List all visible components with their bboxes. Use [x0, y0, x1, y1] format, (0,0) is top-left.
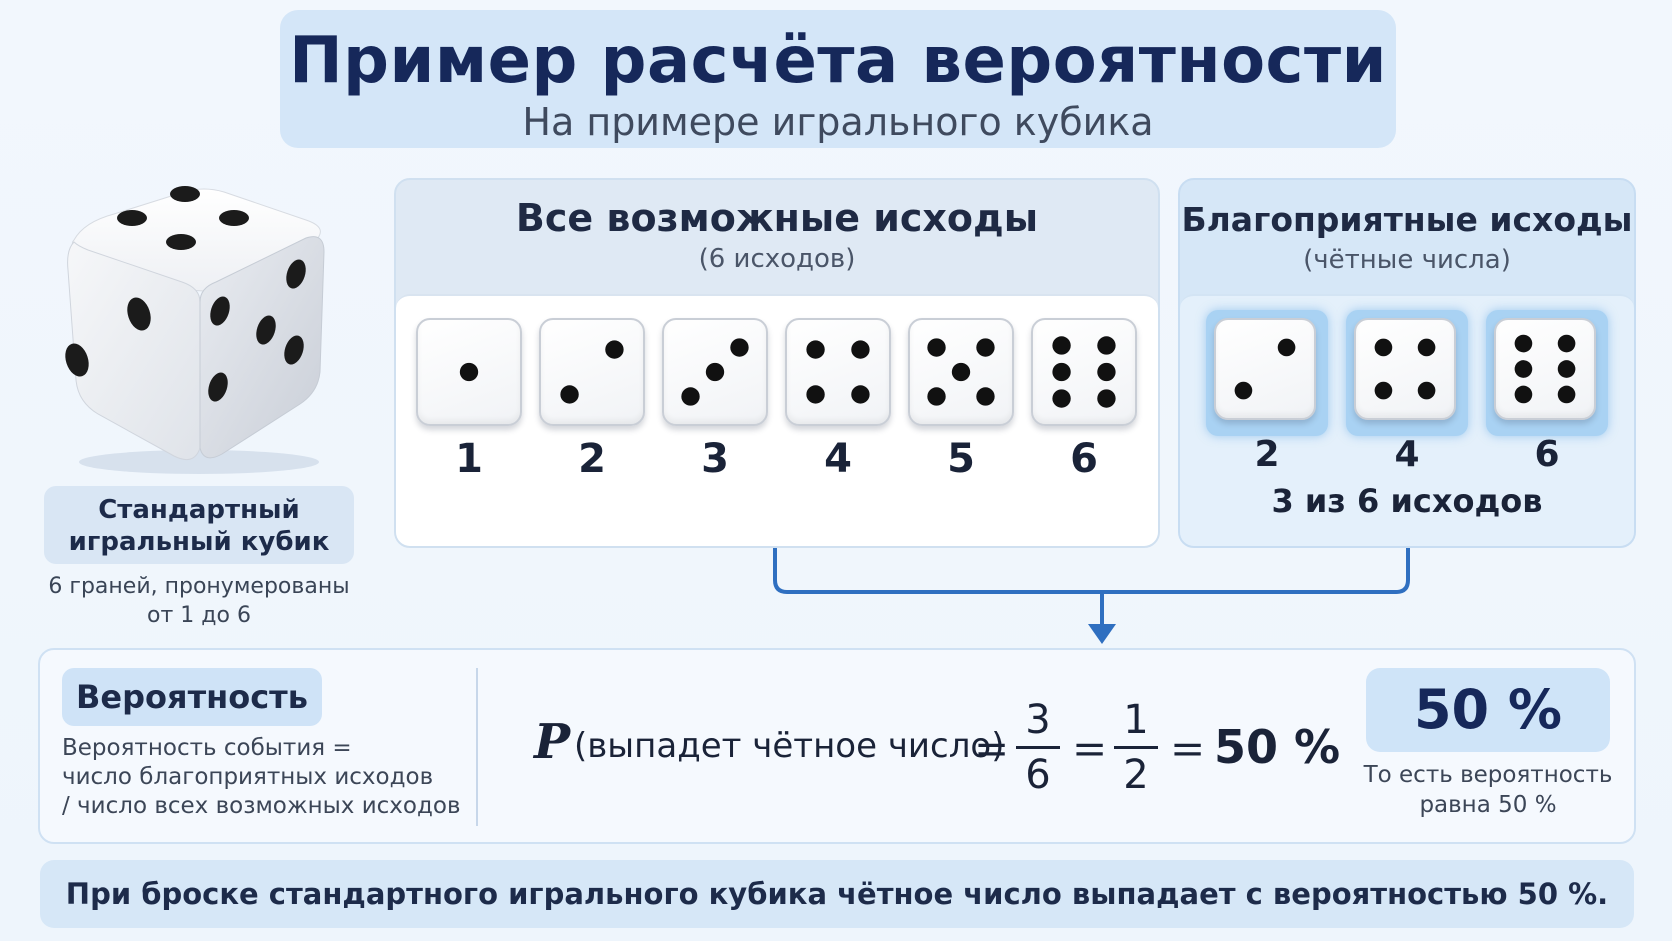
die-face-5	[908, 318, 1014, 426]
probability-definition: Вероятность события = число благоприятны…	[62, 734, 482, 821]
die-caption-line1: Стандартный	[98, 495, 300, 525]
all-outcomes-panel: Все возможные исходы (6 исходов) 1 2 3 4…	[394, 178, 1160, 548]
fraction2-bar	[1114, 746, 1158, 749]
fraction1-bar	[1016, 746, 1060, 749]
favorable-label-2: 2	[1254, 434, 1280, 475]
fraction2-numerator: 1	[1123, 697, 1149, 743]
outcome-label-2: 2	[578, 436, 606, 482]
die-description: 6 граней, пронумерованы от 1 до 6	[44, 572, 354, 630]
page-subtitle: На примере игрального кубика	[522, 100, 1154, 144]
favorable-outcomes-panel: Благоприятные исходы (чётные числа) 2 4 …	[1178, 178, 1636, 548]
favorable-title: Благоприятные исходы	[1181, 200, 1633, 239]
outcome-label-6: 6	[1070, 436, 1098, 482]
outcome-label-5: 5	[947, 436, 975, 482]
definition-line2: число благоприятных исходов	[62, 764, 434, 790]
big-die-illustration	[65, 186, 325, 474]
die-face-2	[539, 318, 645, 426]
die-description-line1: 6 граней, пронумерованы	[48, 574, 350, 599]
result-note-line2: равна 50 %	[1419, 792, 1557, 818]
result-note: То есть вероятность равна 50 %	[1350, 760, 1626, 820]
favorable-grid: 2 4 6 3 из 6 исходов	[1180, 294, 1634, 546]
favorable-count: 3 из 6 исходов	[1271, 482, 1543, 520]
fraction-3-6: 3 6	[1016, 696, 1060, 799]
favorable-die-6	[1486, 310, 1608, 436]
fraction-1-2: 1 2	[1114, 696, 1158, 799]
favorable-die-4	[1346, 310, 1468, 436]
all-outcomes-grid: 1 2 3 4 5 6	[396, 294, 1158, 546]
formula-divider	[476, 668, 478, 826]
die-face-2-highlighted	[1214, 318, 1316, 420]
die-face-6	[1031, 318, 1137, 426]
die-caption: Стандартный игральный кубик	[44, 486, 354, 564]
conclusion-banner: При броске стандартного игрального кубик…	[40, 860, 1634, 928]
all-outcomes-subtitle: (6 исходов)	[698, 244, 856, 274]
probability-label: Вероятность	[62, 668, 322, 726]
favorable-die-2	[1206, 310, 1328, 436]
header-banner: Пример расчёта вероятности На примере иг…	[280, 10, 1396, 148]
die-face-1	[416, 318, 522, 426]
all-outcomes-title: Все возможные исходы	[515, 196, 1039, 240]
outcome-label-4: 4	[824, 436, 852, 482]
fraction1-numerator: 3	[1025, 697, 1051, 743]
outcome-label-1: 1	[455, 436, 483, 482]
favorable-label-6: 6	[1534, 434, 1560, 475]
fraction1-denominator: 6	[1025, 752, 1051, 798]
equals-sign-2: =	[1072, 724, 1108, 773]
die-caption-line2: игральный кубик	[68, 527, 330, 557]
definition-line1: Вероятность события =	[62, 735, 352, 761]
die-face-4	[785, 318, 891, 426]
outcome-label-3: 3	[701, 436, 729, 482]
formula-condition: (выпадет чётное число)	[574, 726, 1005, 766]
equals-sign-1: =	[974, 724, 1010, 773]
fraction2-denominator: 2	[1123, 752, 1149, 798]
definition-line3: / число всех возможных исходов	[62, 793, 461, 819]
die-face-4-highlighted	[1354, 318, 1456, 420]
result-badge: 50 %	[1366, 668, 1610, 752]
result-note-line1: То есть вероятность	[1363, 762, 1613, 788]
die-description-line2: от 1 до 6	[147, 603, 251, 628]
die-face-6-highlighted	[1494, 318, 1596, 420]
equals-sign-3: =	[1170, 724, 1206, 773]
formula-result: 50 %	[1214, 720, 1341, 774]
favorable-subtitle: (чётные числа)	[1303, 245, 1511, 275]
die-face-3	[662, 318, 768, 426]
favorable-label-4: 4	[1394, 434, 1420, 475]
page-title: Пример расчёта вероятности	[289, 24, 1387, 98]
formula-symbol: P	[534, 714, 571, 770]
